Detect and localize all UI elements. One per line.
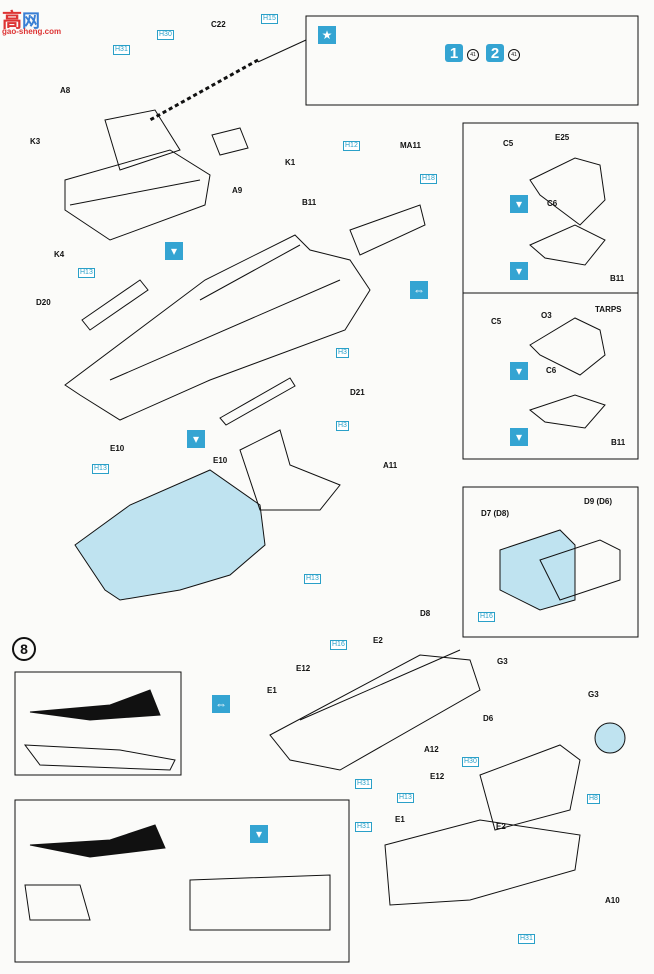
- h-code: H31: [113, 45, 130, 55]
- label-e25: E25: [555, 133, 570, 142]
- label-c22: C22: [211, 20, 226, 29]
- sequence-two: 2: [486, 44, 504, 62]
- watermark-main: 高: [2, 10, 22, 32]
- label-d8: D8: [420, 609, 431, 618]
- part-k1: [211, 127, 249, 156]
- label-e12-a: E12: [296, 664, 311, 673]
- silhouette-swept: [29, 689, 161, 721]
- label-a11: A11: [383, 461, 398, 470]
- part-a11-lower: [74, 469, 266, 601]
- h-code: H18: [420, 174, 437, 184]
- h-code: H13: [304, 574, 321, 584]
- part-a10: [384, 819, 581, 906]
- label-k3: K3: [30, 137, 41, 146]
- part-a12: [269, 654, 481, 771]
- label-d21: D21: [350, 388, 365, 397]
- label-d9: D9 (D6): [584, 497, 613, 506]
- h-code: H15: [261, 14, 278, 24]
- label-ma11: MA11: [400, 141, 421, 150]
- inset-box-right-3: [462, 486, 639, 638]
- watermark-logo: 高网: [2, 4, 40, 33]
- inset-box-top: [305, 15, 639, 106]
- watermark-brand: 网: [22, 11, 40, 31]
- glue-icon: ▾: [165, 242, 183, 260]
- h-code: H30: [157, 30, 174, 40]
- option-circle-2: 41: [508, 49, 520, 61]
- inset-box-bottom-2: [14, 799, 350, 963]
- glue-icon: ▾: [510, 362, 528, 380]
- label-k4: K4: [54, 250, 65, 259]
- h-code: H31: [518, 934, 535, 944]
- label-d20: D20: [36, 298, 51, 307]
- label-e1-a: E1: [267, 686, 277, 695]
- h-code: H13: [397, 793, 414, 803]
- step-number: 8: [12, 637, 36, 661]
- option-arrow-icon: ⇔: [212, 695, 230, 713]
- h-code: H3: [336, 421, 349, 431]
- h-code: H30: [462, 757, 479, 767]
- label-c5-a: C5: [503, 139, 514, 148]
- label-a10: A10: [605, 896, 620, 905]
- part-d21: [219, 377, 296, 426]
- inset-box-right-2: [462, 292, 639, 460]
- h-code: H31: [355, 779, 372, 789]
- label-b11: B11: [302, 198, 317, 207]
- h-code: H12: [343, 141, 360, 151]
- watermark-url: gao-sheng.com: [2, 27, 62, 36]
- label-c6-b: C6: [546, 366, 557, 375]
- cable-c22: [149, 58, 259, 122]
- h-code: H3: [336, 348, 349, 358]
- label-a8: A8: [60, 86, 71, 95]
- glue-icon: ▾: [250, 825, 268, 843]
- label-e12-b: E12: [430, 772, 445, 781]
- label-b11-b: B11: [610, 274, 625, 283]
- label-b11-c: B11: [611, 438, 626, 447]
- inset-box-bottom-1: [14, 671, 182, 776]
- part-d20: [81, 279, 149, 331]
- label-e10-b: E10: [213, 456, 228, 465]
- label-c5-b: C5: [491, 317, 502, 326]
- option-circle-1: 41: [467, 49, 479, 61]
- label-a9: A9: [232, 186, 243, 195]
- label-a12: A12: [424, 745, 439, 754]
- label-o3: O3: [541, 311, 552, 320]
- h-code: H13: [78, 268, 95, 278]
- glue-icon: ▾: [510, 262, 528, 280]
- label-g3-a: G3: [497, 657, 508, 666]
- glue-icon: ▾: [510, 428, 528, 446]
- h-code: H16: [330, 640, 347, 650]
- label-d6: D6: [483, 714, 494, 723]
- h-code: H31: [355, 822, 372, 832]
- glue-icon: ▾: [510, 195, 528, 213]
- h-code: H16: [478, 612, 495, 622]
- label-tarps: TARPS: [595, 305, 622, 314]
- inset-box-right-1: [462, 122, 639, 294]
- h-code: H13: [92, 464, 109, 474]
- label-e2-a: E2: [373, 636, 383, 645]
- label-c6-a: C6: [547, 199, 558, 208]
- cockpit-tub: [64, 149, 211, 241]
- label-e1-b: E1: [395, 815, 405, 824]
- part-ma11-tub: [349, 204, 426, 256]
- part-g3-disc: [594, 722, 626, 754]
- label-e10-a: E10: [110, 444, 125, 453]
- h-code: H8: [587, 794, 600, 804]
- silhouette-forward: [29, 824, 166, 858]
- label-g3-b: G3: [588, 690, 599, 699]
- label-k1: K1: [285, 158, 296, 167]
- glue-icon: ▾: [187, 430, 205, 448]
- sequence-one: 1: [445, 44, 463, 62]
- part-b11-upper: [64, 234, 371, 421]
- star-icon: ★: [318, 26, 336, 44]
- label-e2-b: E2: [496, 822, 506, 831]
- option-arrow-icon: ⇔: [410, 281, 428, 299]
- label-d7: D7 (D8): [481, 509, 510, 518]
